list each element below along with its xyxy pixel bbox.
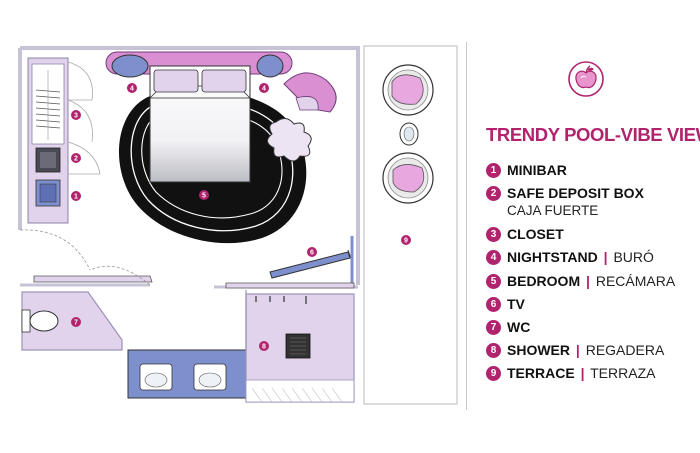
- legend-number-badge: 7: [486, 319, 501, 335]
- legend-name: WC: [507, 318, 531, 335]
- plan-marker-9: 9: [401, 235, 411, 245]
- legend-number-badge: 1: [486, 163, 501, 178]
- legend-number-badge: 5: [486, 273, 501, 289]
- plan-marker-4-right: 4: [259, 83, 269, 93]
- legend-label: TV: [507, 295, 525, 313]
- legend-name: BEDROOM: [507, 272, 581, 289]
- legend-label: MINIBAR: [507, 161, 567, 179]
- legend-name: SHOWER: [507, 342, 570, 359]
- svg-text:1: 1: [74, 194, 78, 201]
- legend-subtitle: CAJA FUERTE: [507, 203, 599, 219]
- svg-text:6: 6: [310, 250, 314, 257]
- entry-door-swing: [19, 229, 91, 271]
- svg-text:8: 8: [262, 344, 266, 351]
- safe-deposit-box: [35, 147, 61, 173]
- legend-translation: RECÁMARA: [595, 272, 676, 289]
- legend-label: NIGHTSTAND | BURÓ: [507, 248, 654, 266]
- svg-text:3: 3: [74, 113, 78, 120]
- minibar: [35, 179, 61, 207]
- legend-name: NIGHTSTAND: [507, 249, 598, 266]
- panel-divider: [466, 42, 467, 410]
- armchair: [283, 72, 337, 113]
- legend-name: TERRACE: [507, 365, 575, 382]
- plan-marker-4-left: 4: [127, 83, 137, 93]
- terrace: [363, 45, 458, 405]
- legend-name: CLOSET: [507, 226, 564, 243]
- plan-marker-1: 1: [71, 191, 81, 201]
- legend-name: MINIBAR: [507, 162, 567, 178]
- pillow-left: [153, 69, 199, 93]
- legend-translation: REGADERA: [585, 342, 665, 359]
- legend-label: CLOSET: [507, 225, 564, 243]
- lounge-chair-top: [382, 64, 434, 116]
- vanity: [127, 349, 247, 399]
- legend-number-badge: 3: [486, 227, 501, 243]
- legend-number-badge: 6: [486, 296, 501, 312]
- plan-marker-3: 3: [71, 110, 81, 120]
- legend-separator: |: [575, 342, 580, 359]
- legend-translation: TERRAZA: [590, 365, 656, 382]
- legend-separator: |: [580, 365, 585, 382]
- legend-item: 9 TERRACE | TERRAZA: [486, 364, 691, 382]
- legend-translation: BURÓ: [613, 249, 654, 266]
- legend-number-badge: 2: [486, 186, 501, 202]
- legend-label: SHOWER | REGADERA: [507, 341, 664, 359]
- legend-item: 5 BEDROOM | RECÁMARA: [486, 272, 691, 290]
- bed: [149, 65, 251, 183]
- legend-item: 4 NIGHTSTAND | BURÓ: [486, 248, 691, 266]
- pillow-right: [201, 69, 247, 93]
- closet: [27, 57, 101, 224]
- plan-marker-8: 8: [259, 341, 269, 351]
- sink-left: [139, 363, 173, 391]
- legend-item: 7 WC: [486, 318, 691, 336]
- legend-item: 3 CLOSET: [486, 225, 691, 243]
- svg-text:9: 9: [404, 238, 408, 245]
- sheepskin-rug: [267, 118, 312, 162]
- nightstand-right: [256, 54, 284, 78]
- legend-item: 1 MINIBAR: [486, 161, 691, 179]
- toilet: [21, 309, 59, 333]
- legend-label: BEDROOM | RECÁMARA: [507, 272, 675, 290]
- bedroom-walls: [18, 46, 360, 285]
- plan-marker-2: 2: [71, 153, 81, 163]
- lounge-chair-bottom: [382, 152, 434, 204]
- legend-separator: |: [586, 272, 590, 289]
- svg-text:4: 4: [130, 86, 134, 93]
- floor-plan: 1 2 3 4 4 5 6 7 8 9: [18, 45, 458, 405]
- svg-text:2: 2: [74, 156, 78, 163]
- legend-number-badge: 4: [486, 250, 501, 266]
- legend-number-badge: 9: [486, 366, 501, 382]
- legend-item: 8 SHOWER | REGADERA: [486, 341, 691, 359]
- legend-name: SAFE DEPOSIT BOX: [507, 185, 644, 202]
- svg-text:5: 5: [202, 193, 206, 200]
- apple-logo-icon: [568, 61, 604, 97]
- legend-name: TV: [507, 295, 525, 312]
- sink-right: [193, 363, 227, 391]
- nightstand-left: [111, 54, 149, 78]
- svg-text:4: 4: [262, 86, 266, 93]
- plan-marker-5: 5: [199, 190, 209, 200]
- shower-drain: [285, 333, 311, 359]
- legend-number-badge: 8: [486, 343, 501, 359]
- legend-separator: |: [603, 249, 608, 266]
- legend-item: 6 TV: [486, 295, 691, 313]
- legend-label: TERRACE | TERRAZA: [507, 364, 655, 382]
- plan-marker-7: 7: [71, 317, 81, 327]
- legend-label: WC: [507, 318, 530, 336]
- side-table: [399, 122, 419, 146]
- plan-marker-6: 6: [307, 247, 317, 257]
- legend-title: TRENDY POOL-VIBE VIEW: [486, 124, 700, 145]
- svg-text:7: 7: [74, 320, 78, 327]
